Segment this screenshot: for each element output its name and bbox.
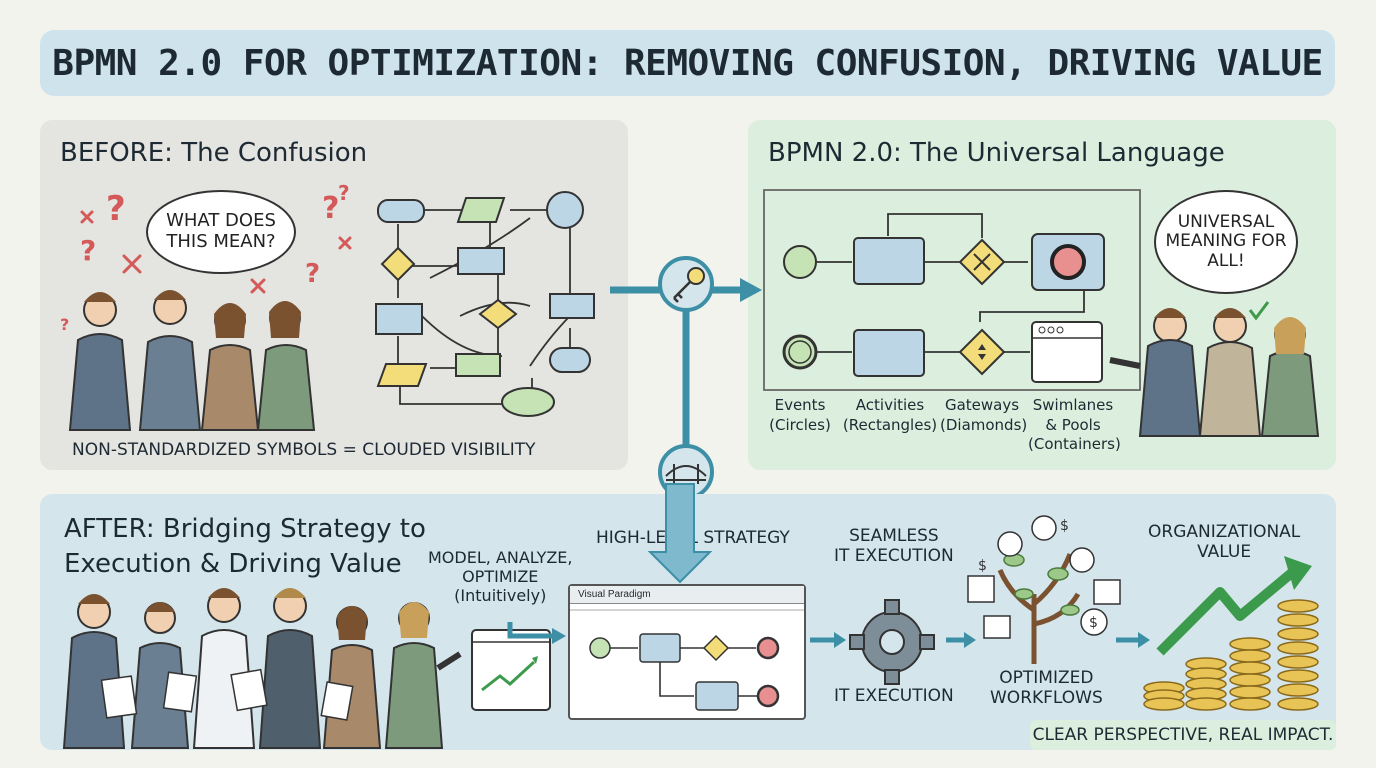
confusion-speech-bubble: WHAT DOES THIS MEAN?: [146, 190, 296, 274]
legend-activities: Activities(Rectangles): [842, 396, 938, 434]
workflows-label: OPTIMIZED WORKFLOWS: [990, 668, 1103, 709]
svg-text:$: $: [1060, 518, 1069, 534]
connector-arrows: [610, 256, 762, 500]
bpmn-diagram: [763, 189, 1141, 391]
svg-text:?: ?: [338, 181, 350, 205]
gear-icon: [810, 599, 976, 685]
tool-titlebar: Visual Paradigm: [570, 586, 804, 604]
seamless-execution-label: SEAMLESS IT EXECUTION: [834, 526, 954, 567]
before-panel: BEFORE: The Confusion NON-STANDARDIZED S…: [40, 120, 628, 470]
svg-text:$: $: [1089, 615, 1098, 631]
aligned-team-illustration: [62, 588, 462, 749]
legend-events: Events(Circles): [769, 396, 831, 434]
svg-text:?: ?: [60, 315, 69, 334]
messy-flowchart: [375, 191, 595, 417]
svg-text:?: ?: [305, 259, 320, 289]
confused-team-illustration: [68, 290, 316, 431]
presenting-team-illustration: [1109, 301, 1320, 437]
before-heading: BEFORE: The Confusion: [60, 138, 368, 168]
value-label: ORGANIZATIONAL VALUE: [1148, 522, 1301, 563]
money-tree-icon: $ $ $: [967, 515, 1121, 664]
legend-swimlanes: Swimlanes & Pools(Containers): [1028, 396, 1121, 453]
coin-stack-icon: [1143, 599, 1319, 711]
svg-text:$: $: [978, 558, 987, 574]
checkmark-icon: [1248, 301, 1270, 321]
it-execution-label: IT EXECUTION: [834, 686, 954, 706]
model-arrow: [507, 622, 566, 644]
visual-paradigm-window: Visual Paradigm: [568, 584, 806, 720]
svg-text:?: ?: [80, 234, 96, 267]
strategy-down-arrow: [647, 483, 713, 584]
before-caption: NON-STANDARDIZED SYMBOLS = CLOUDED VISIB…: [72, 440, 536, 460]
universal-speech-bubble: UNIVERSAL MEANING FOR ALL!: [1154, 190, 1298, 294]
bpmn-heading: BPMN 2.0: The Universal Language: [768, 138, 1225, 168]
legend-gateways: Gateways(Diamonds): [940, 396, 1028, 434]
footer-tagline: CLEAR PERSPECTIVE, REAL IMPACT.: [1030, 720, 1336, 750]
title-bar: BPMN 2.0 FOR OPTIMIZATION: REMOVING CONF…: [40, 30, 1335, 96]
growth-arrow-icon: [1116, 556, 1312, 656]
tool-bpmn-diagram: [570, 609, 804, 711]
svg-text:?: ?: [106, 189, 126, 229]
svg-text:?: ?: [322, 191, 339, 226]
page-title: BPMN 2.0 FOR OPTIMIZATION: REMOVING CONF…: [52, 42, 1323, 84]
model-analyze-label: MODEL, ANALYZE, OPTIMIZE (Intuitively): [428, 548, 573, 606]
after-heading: AFTER: Bridging Strategy to Execution & …: [64, 514, 426, 580]
question-mark-icon: ? ? ? ? ? ?: [60, 181, 352, 334]
analysis-screen-icon: [471, 629, 551, 711]
key-icon: [658, 256, 714, 312]
